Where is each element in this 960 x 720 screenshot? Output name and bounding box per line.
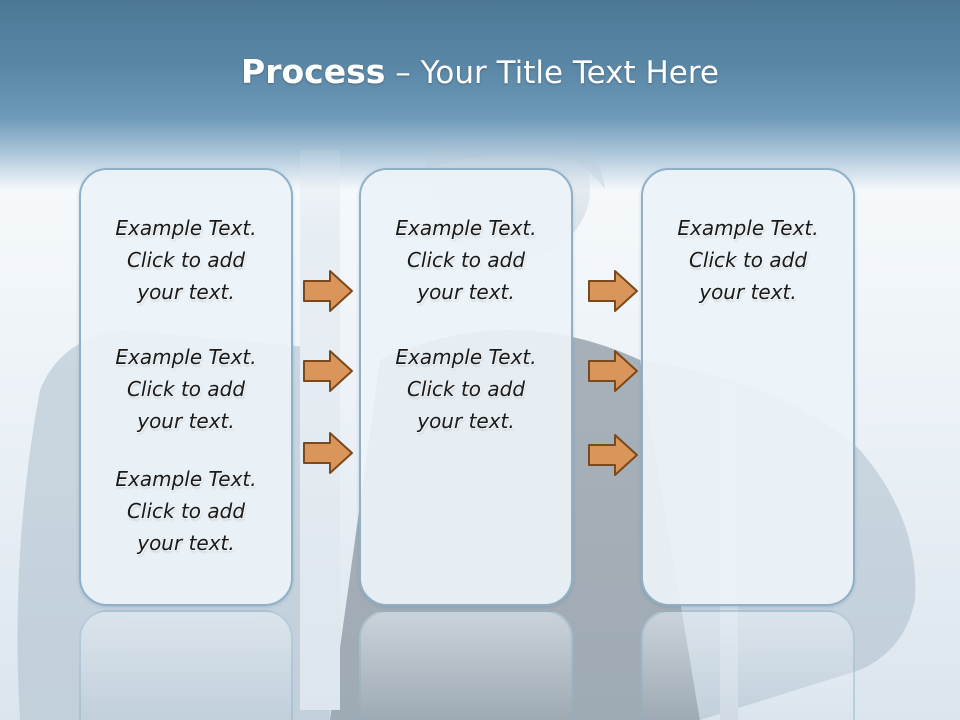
process-step-box-1[interactable]: Example Text. Click to add your text. Ex… <box>79 168 293 606</box>
arrow-right-icon <box>303 432 353 474</box>
text-line: Example Text. <box>395 345 537 369</box>
slide-title[interactable]: Process – Your Title Text Here <box>0 52 960 91</box>
text-line: your text. <box>137 280 235 304</box>
text-line: Example Text. <box>395 216 537 240</box>
text-line: Example Text. <box>677 216 819 240</box>
step-1-text-2[interactable]: Example Text. Click to add your text. <box>81 341 291 437</box>
box-reflection-2 <box>359 610 573 720</box>
text-line: your text. <box>417 409 515 433</box>
title-bold: Process <box>241 52 386 91</box>
text-line: Click to add <box>126 499 246 523</box>
text-line: Example Text. <box>115 345 257 369</box>
step-3-text-1[interactable]: Example Text. Click to add your text. <box>643 212 853 308</box>
step-1-text-1[interactable]: Example Text. Click to add your text. <box>81 212 291 308</box>
arrow-right-icon <box>588 270 638 312</box>
step-1-text-3[interactable]: Example Text. Click to add your text. <box>81 463 291 559</box>
text-line: Click to add <box>688 248 808 272</box>
text-line: Click to add <box>126 248 246 272</box>
step-2-text-2[interactable]: Example Text. Click to add your text. <box>361 341 571 437</box>
arrow-right-icon <box>303 270 353 312</box>
text-line: Click to add <box>406 377 526 401</box>
text-line: your text. <box>137 409 235 433</box>
text-line: your text. <box>137 531 235 555</box>
process-step-box-3[interactable]: Example Text. Click to add your text. <box>641 168 855 606</box>
process-step-box-2[interactable]: Example Text. Click to add your text. Ex… <box>359 168 573 606</box>
text-line: your text. <box>699 280 797 304</box>
text-line: Example Text. <box>115 216 257 240</box>
step-2-text-1[interactable]: Example Text. Click to add your text. <box>361 212 571 308</box>
arrow-right-icon <box>588 434 638 476</box>
box-reflection-3 <box>641 610 855 720</box>
text-line: your text. <box>417 280 515 304</box>
text-line: Click to add <box>406 248 526 272</box>
title-rest: – Your Title Text Here <box>385 55 719 91</box>
box-reflection-1 <box>79 610 293 720</box>
arrow-right-icon <box>588 350 638 392</box>
arrow-right-icon <box>303 350 353 392</box>
text-line: Example Text. <box>115 467 257 491</box>
text-line: Click to add <box>126 377 246 401</box>
